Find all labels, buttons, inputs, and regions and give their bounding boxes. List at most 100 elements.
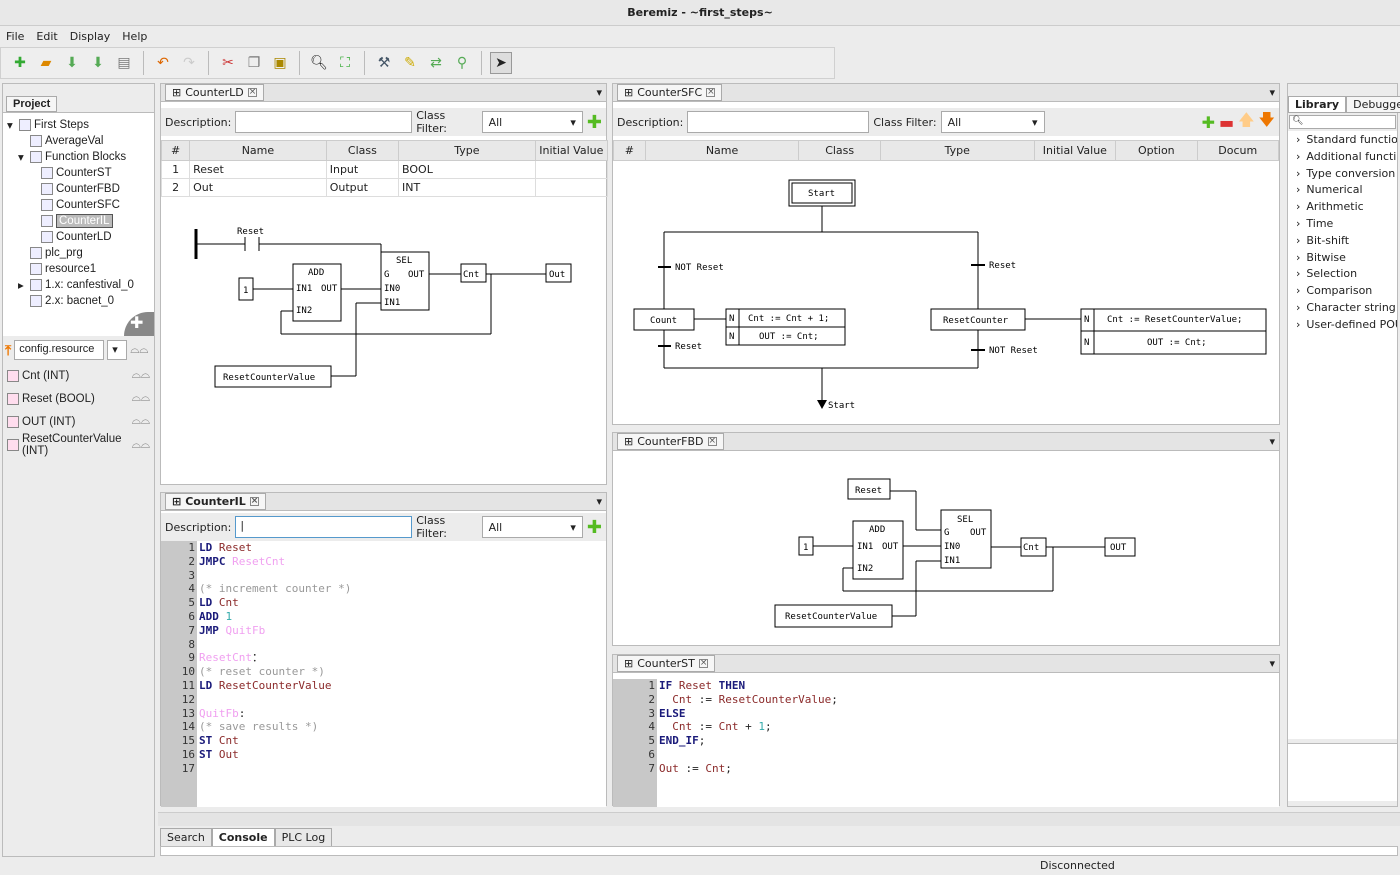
debug-variable[interactable]: Reset (BOOL)⌓⌓ xyxy=(3,387,154,410)
library-search-input[interactable]: 🔍︎ xyxy=(1289,115,1396,129)
class-filter-select[interactable]: All▾ xyxy=(940,111,1045,133)
library-category[interactable]: ›Arithmetic xyxy=(1288,200,1397,217)
table-cell[interactable]: 1 xyxy=(160,160,191,179)
tab-project[interactable]: Project xyxy=(6,96,58,112)
code-line[interactable] xyxy=(199,569,606,583)
column-header[interactable]: Initial Value xyxy=(534,140,609,161)
tree-item[interactable]: 2.x: bacnet_0 xyxy=(3,293,154,309)
tree-item[interactable]: AverageVal xyxy=(3,133,154,149)
menu-edit[interactable]: Edit xyxy=(36,30,58,43)
chevron-down-icon[interactable]: ▾ xyxy=(1269,657,1275,670)
copy-icon[interactable]: ❐ xyxy=(247,55,261,71)
code-line[interactable]: LD ResetCounterValue xyxy=(199,679,606,693)
tree-item[interactable]: CounterST xyxy=(3,165,154,181)
tab-search[interactable]: Search xyxy=(160,828,212,847)
column-header[interactable]: Initial Value xyxy=(1033,140,1117,161)
menu-display[interactable]: Display xyxy=(69,30,111,43)
chevron-right-icon[interactable]: › xyxy=(1296,166,1301,180)
expander-icon[interactable]: ▾ xyxy=(7,120,13,132)
tree-item[interactable]: CounterLD xyxy=(3,229,154,245)
instance-field[interactable]: config.resource xyxy=(14,340,105,360)
table-cell[interactable]: 2 xyxy=(160,178,191,197)
table-cell[interactable] xyxy=(534,178,609,197)
code-text[interactable]: IF Reset THEN Cnt := ResetCounterValue;E… xyxy=(657,679,1279,807)
chevron-right-icon[interactable]: › xyxy=(1296,200,1301,214)
code-line[interactable]: IF Reset THEN xyxy=(659,679,1279,693)
column-header[interactable]: # xyxy=(160,140,191,161)
library-category[interactable]: ›Numerical xyxy=(1288,183,1397,200)
tab-counteril[interactable]: ⊞CounterIL× xyxy=(165,493,266,510)
transfer-icon[interactable]: ⇄ xyxy=(430,55,442,71)
column-header[interactable]: Class xyxy=(325,140,400,161)
code-line[interactable]: JMP QuitFb xyxy=(199,624,606,638)
code-line[interactable]: ELSE xyxy=(659,707,1279,721)
glasses-icon[interactable]: ⌓⌓ xyxy=(131,415,150,427)
tree-item[interactable]: plc_prg xyxy=(3,245,154,261)
column-header[interactable]: Type xyxy=(398,140,536,161)
library-category[interactable]: ›Bit-shift xyxy=(1288,234,1397,251)
paste-icon[interactable]: ▣ xyxy=(273,55,287,71)
glasses-icon[interactable]: ⌓⌓ xyxy=(131,438,150,451)
table-cell[interactable]: Reset xyxy=(189,160,327,179)
description-input[interactable] xyxy=(687,111,870,133)
menu-help[interactable]: Help xyxy=(122,30,148,43)
chevron-right-icon[interactable]: › xyxy=(1296,233,1301,247)
add-variable-button[interactable]: ✚ xyxy=(586,516,602,538)
library-category[interactable]: ›Additional function xyxy=(1288,150,1397,167)
code-line[interactable] xyxy=(199,693,606,707)
code-line[interactable]: END_IF; xyxy=(659,734,1279,748)
code-line[interactable]: ADD 1 xyxy=(199,610,606,624)
close-icon[interactable]: × xyxy=(698,658,708,668)
chevron-right-icon[interactable]: › xyxy=(1296,183,1301,197)
remove-variable-button[interactable]: ▬ xyxy=(1218,112,1235,132)
chevron-right-icon[interactable]: › xyxy=(1296,133,1301,146)
chevron-down-icon[interactable]: ▾ xyxy=(1269,86,1275,99)
print-icon[interactable]: ▤ xyxy=(117,55,131,71)
tree-item[interactable]: ▾First Steps xyxy=(3,117,154,133)
column-header[interactable]: Name xyxy=(189,140,327,161)
undo-icon[interactable]: ↶ xyxy=(157,55,169,71)
tree-item[interactable]: ▾Function Blocks xyxy=(3,149,154,165)
move-up-button[interactable]: 🡅 xyxy=(1238,109,1255,129)
save-as-icon[interactable]: ⬇ xyxy=(92,55,104,71)
close-icon[interactable]: × xyxy=(706,87,716,97)
clean-icon[interactable]: ✎ xyxy=(404,55,416,71)
move-down-button[interactable]: 🡇 xyxy=(1258,109,1275,129)
table-cell[interactable]: Output xyxy=(325,178,400,197)
library-category[interactable]: ›Standard function xyxy=(1288,133,1397,150)
column-header[interactable]: Type xyxy=(879,140,1035,161)
code-line[interactable]: (* reset counter *) xyxy=(199,665,606,679)
library-category[interactable]: ›Bitwise xyxy=(1288,251,1397,268)
fullscreen-icon[interactable]: ⛶ xyxy=(340,55,350,71)
description-input[interactable] xyxy=(235,111,413,133)
chevron-down-icon[interactable]: ▾ xyxy=(1269,435,1275,448)
close-icon[interactable]: × xyxy=(707,436,717,446)
class-filter-select[interactable]: All▾ xyxy=(481,516,583,538)
menu-file[interactable]: File xyxy=(6,30,25,43)
code-line[interactable] xyxy=(659,748,1279,762)
table-cell[interactable] xyxy=(534,160,609,179)
code-line[interactable]: (* increment counter *) xyxy=(199,582,606,596)
expander-icon[interactable]: ▸ xyxy=(18,280,24,292)
debug-variable[interactable]: Cnt (INT)⌓⌓ xyxy=(3,364,154,387)
chevron-right-icon[interactable]: › xyxy=(1296,317,1301,331)
chevron-down-icon[interactable]: ▾ xyxy=(596,86,602,99)
tree-item[interactable]: CounterSFC xyxy=(3,197,154,213)
table-cell[interactable]: BOOL xyxy=(398,160,536,179)
column-header[interactable]: Option xyxy=(1115,140,1198,161)
debug-variable[interactable]: OUT (INT)⌓⌓ xyxy=(3,410,154,433)
library-category[interactable]: ›Character string xyxy=(1288,301,1397,318)
column-header[interactable]: # xyxy=(613,140,646,161)
chevron-right-icon[interactable]: › xyxy=(1296,267,1301,281)
redo-icon[interactable]: ↷ xyxy=(183,55,195,71)
chevron-right-icon[interactable]: › xyxy=(1296,284,1301,298)
tab-counterld[interactable]: ⊞CounterLD× xyxy=(165,84,264,101)
code-line[interactable] xyxy=(199,638,606,652)
library-category[interactable]: ›Time xyxy=(1288,217,1397,234)
instance-dropdown[interactable]: ▾ xyxy=(107,340,128,360)
close-icon[interactable]: × xyxy=(249,496,259,506)
